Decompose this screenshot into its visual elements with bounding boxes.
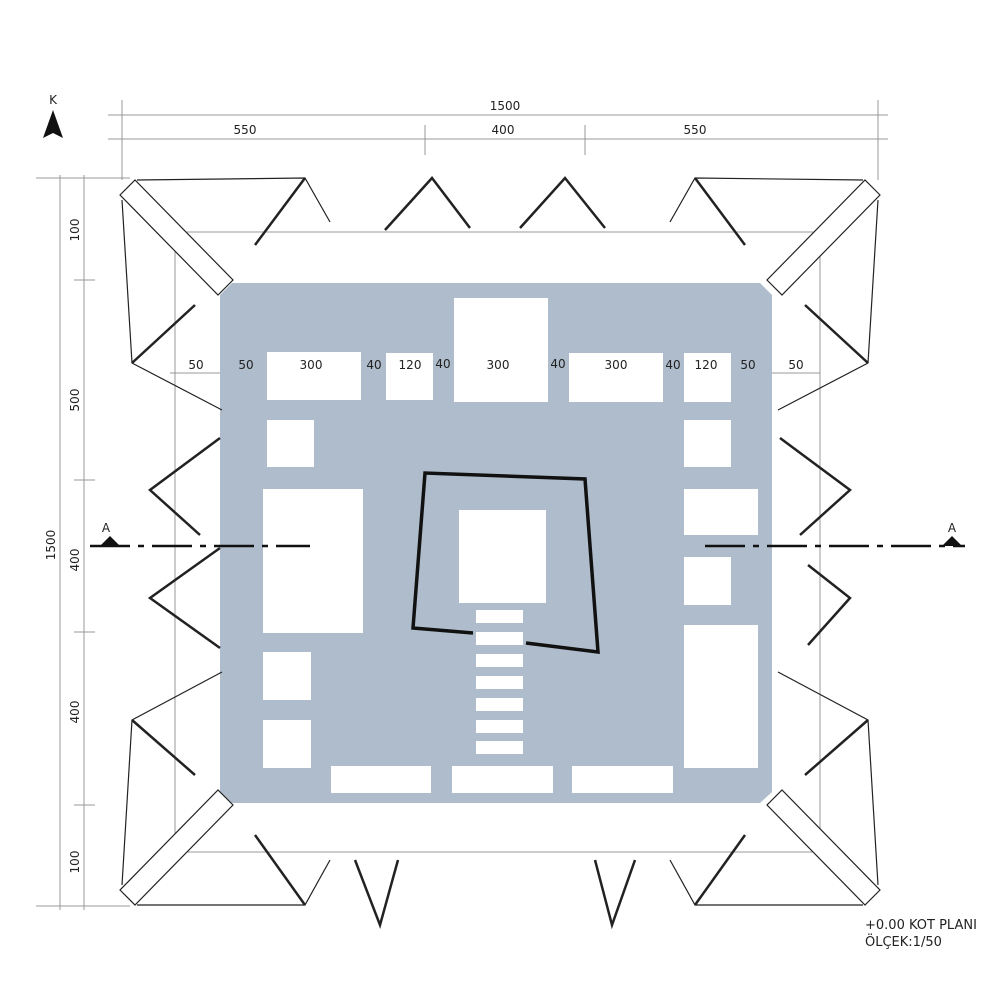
plan-title: +0.00 KOT PLANI — [865, 918, 977, 933]
row-dim: 50 — [238, 358, 253, 372]
row-dim: 50 — [740, 358, 755, 372]
row-dim: 50 — [788, 358, 803, 372]
row-dim: 120 — [695, 358, 718, 372]
guide-lines — [36, 100, 888, 910]
section-label-right: A — [948, 521, 957, 535]
section-line-right — [705, 536, 965, 548]
row-dim: 300 — [487, 358, 510, 372]
row-dim: 120 — [399, 358, 422, 372]
central-wall — [411, 471, 600, 655]
rooms — [263, 298, 758, 793]
left-dim: 400 — [68, 701, 82, 724]
plan-scale: ÖLÇEK:1/50 — [865, 935, 942, 950]
top-dim: 550 — [234, 123, 257, 137]
north-arrow-icon — [43, 110, 63, 138]
row-dim: 300 — [605, 358, 628, 372]
plan-caption: +0.00 KOT PLANI ÖLÇEK:1/50 — [865, 917, 977, 951]
row-dim: 40 — [665, 358, 680, 372]
top-dim: 400 — [492, 123, 515, 137]
section-label-left: A — [102, 521, 111, 535]
row-dim: 50 — [188, 358, 203, 372]
row-dim: 40 — [550, 357, 565, 371]
left-dim: 100 — [68, 851, 82, 874]
left-dim: 500 — [68, 389, 82, 412]
top-total-dim: 1500 — [490, 99, 521, 113]
stairs — [476, 610, 523, 754]
section-line-left — [90, 536, 310, 548]
tent-poles — [131, 176, 869, 930]
row-dim: 300 — [300, 358, 323, 372]
row-dim: 40 — [435, 357, 450, 371]
corner-structures — [119, 177, 881, 906]
left-total-dim: 1500 — [44, 530, 58, 561]
north-label: K — [49, 93, 58, 107]
row-dim: 40 — [366, 358, 381, 372]
left-dim: 400 — [68, 549, 82, 572]
top-dim: 550 — [684, 123, 707, 137]
row-dimensions: 50 50 300 40 120 40 300 40 300 40 120 50… — [188, 357, 803, 372]
left-dim: 100 — [68, 219, 82, 242]
